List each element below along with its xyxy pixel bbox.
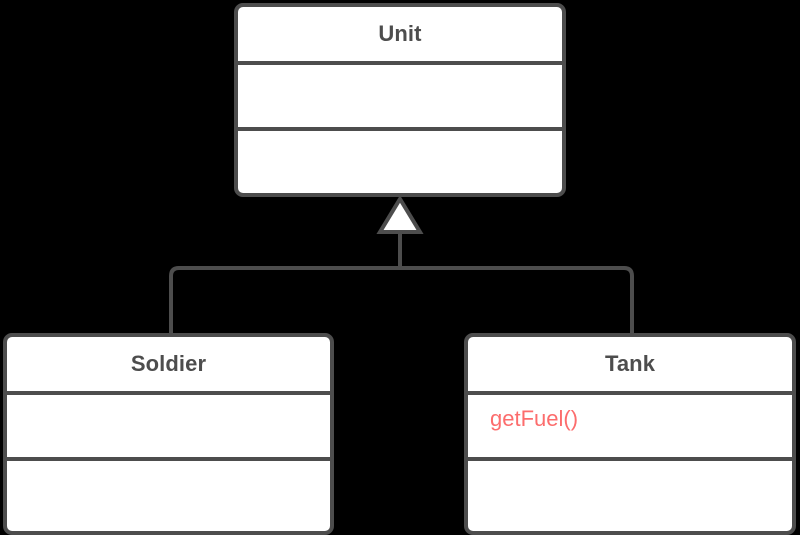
uml-class-soldier[interactable]: Soldier: [3, 333, 334, 535]
connector-branch-tank: [400, 266, 634, 337]
uml-class-tank[interactable]: Tank getFuel(): [464, 333, 796, 535]
class-name-unit: Unit: [378, 21, 422, 46]
attributes-compartment-soldier: [7, 391, 330, 457]
attributes-compartment-tank: getFuel(): [468, 391, 792, 457]
attributes-compartment-unit: [238, 61, 562, 127]
class-name-tank: Tank: [604, 351, 656, 376]
connector-branch-soldier: [169, 266, 400, 337]
operations-compartment-unit: [238, 127, 562, 193]
uml-class-unit[interactable]: Unit: [234, 3, 566, 197]
class-member-getfuel[interactable]: getFuel(): [490, 406, 579, 431]
operations-compartment-tank: [468, 457, 792, 523]
class-name-soldier: Soldier: [130, 351, 207, 376]
operations-compartment-soldier: [7, 457, 330, 523]
hollow-triangle-arrowhead-icon: [376, 195, 424, 234]
